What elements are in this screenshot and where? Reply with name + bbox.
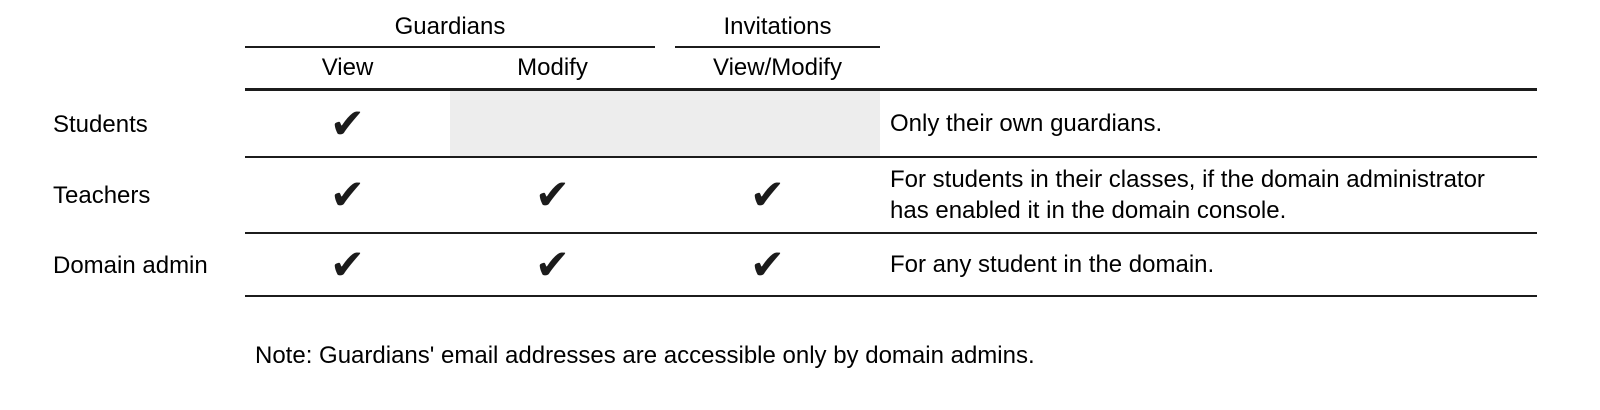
note-domain-admin-text: For any student in the domain. bbox=[890, 250, 1215, 278]
column-header-modify-label: Modify bbox=[517, 54, 588, 82]
column-header-view: View bbox=[245, 48, 450, 91]
check-icon: ✔ bbox=[329, 98, 366, 148]
row-label-students-text: Students bbox=[53, 110, 148, 138]
row-label-domain-admin: Domain admin bbox=[0, 234, 245, 297]
cell-domain-admin-invitations-view-modify: ✔ bbox=[655, 234, 880, 297]
cell-domain-admin-guardians-view: ✔ bbox=[245, 234, 450, 297]
column-group-invitations-label: Invitations bbox=[723, 12, 832, 40]
column-group-guardians: Guardians bbox=[245, 0, 655, 48]
note-students: Only their own guardians. bbox=[880, 91, 1537, 158]
row-label-teachers: Teachers bbox=[0, 158, 245, 234]
footnote: Note: Guardians' email addresses are acc… bbox=[255, 342, 1035, 369]
check-icon: ✔ bbox=[749, 239, 786, 289]
cell-teachers-invitations-view-modify: ✔ bbox=[655, 158, 880, 234]
header-spacer-label-col bbox=[0, 0, 245, 48]
column-header-modify: Modify bbox=[450, 48, 655, 91]
column-header-view-modify: View/Modify bbox=[655, 48, 880, 91]
subheader-spacer-notes-col bbox=[880, 48, 1537, 91]
row-label-students: Students bbox=[0, 91, 245, 158]
note-teachers: For students in their classes, if the do… bbox=[880, 158, 1537, 234]
check-icon: ✔ bbox=[749, 170, 786, 219]
cell-teachers-guardians-view: ✔ bbox=[245, 158, 450, 234]
check-icon: ✔ bbox=[534, 239, 571, 289]
cell-students-guardians-modify-disabled bbox=[450, 91, 655, 158]
column-group-guardians-label: Guardians bbox=[394, 12, 506, 40]
cell-students-guardians-view: ✔ bbox=[245, 91, 450, 158]
header-spacer-notes-col bbox=[880, 0, 1537, 48]
cell-domain-admin-guardians-modify: ✔ bbox=[450, 234, 655, 297]
row-label-domain-admin-text: Domain admin bbox=[53, 251, 208, 279]
column-group-invitations: Invitations bbox=[675, 0, 880, 48]
column-header-view-modify-label: View/Modify bbox=[713, 54, 842, 82]
permissions-table: Guardians Invitations View Modify View/M… bbox=[0, 0, 1537, 297]
note-domain-admin: For any student in the domain. bbox=[880, 234, 1537, 297]
check-icon: ✔ bbox=[329, 170, 366, 219]
cell-teachers-guardians-modify: ✔ bbox=[450, 158, 655, 234]
row-label-teachers-text: Teachers bbox=[53, 182, 151, 210]
note-teachers-text: For students in their classes, if the do… bbox=[890, 165, 1485, 224]
column-header-view-label: View bbox=[321, 54, 374, 82]
note-students-text: Only their own guardians. bbox=[890, 109, 1163, 137]
check-icon: ✔ bbox=[534, 170, 571, 219]
check-icon: ✔ bbox=[329, 239, 366, 289]
cell-students-invitations-view-modify-disabled bbox=[655, 91, 880, 158]
subheader-spacer-label-col bbox=[0, 48, 245, 91]
